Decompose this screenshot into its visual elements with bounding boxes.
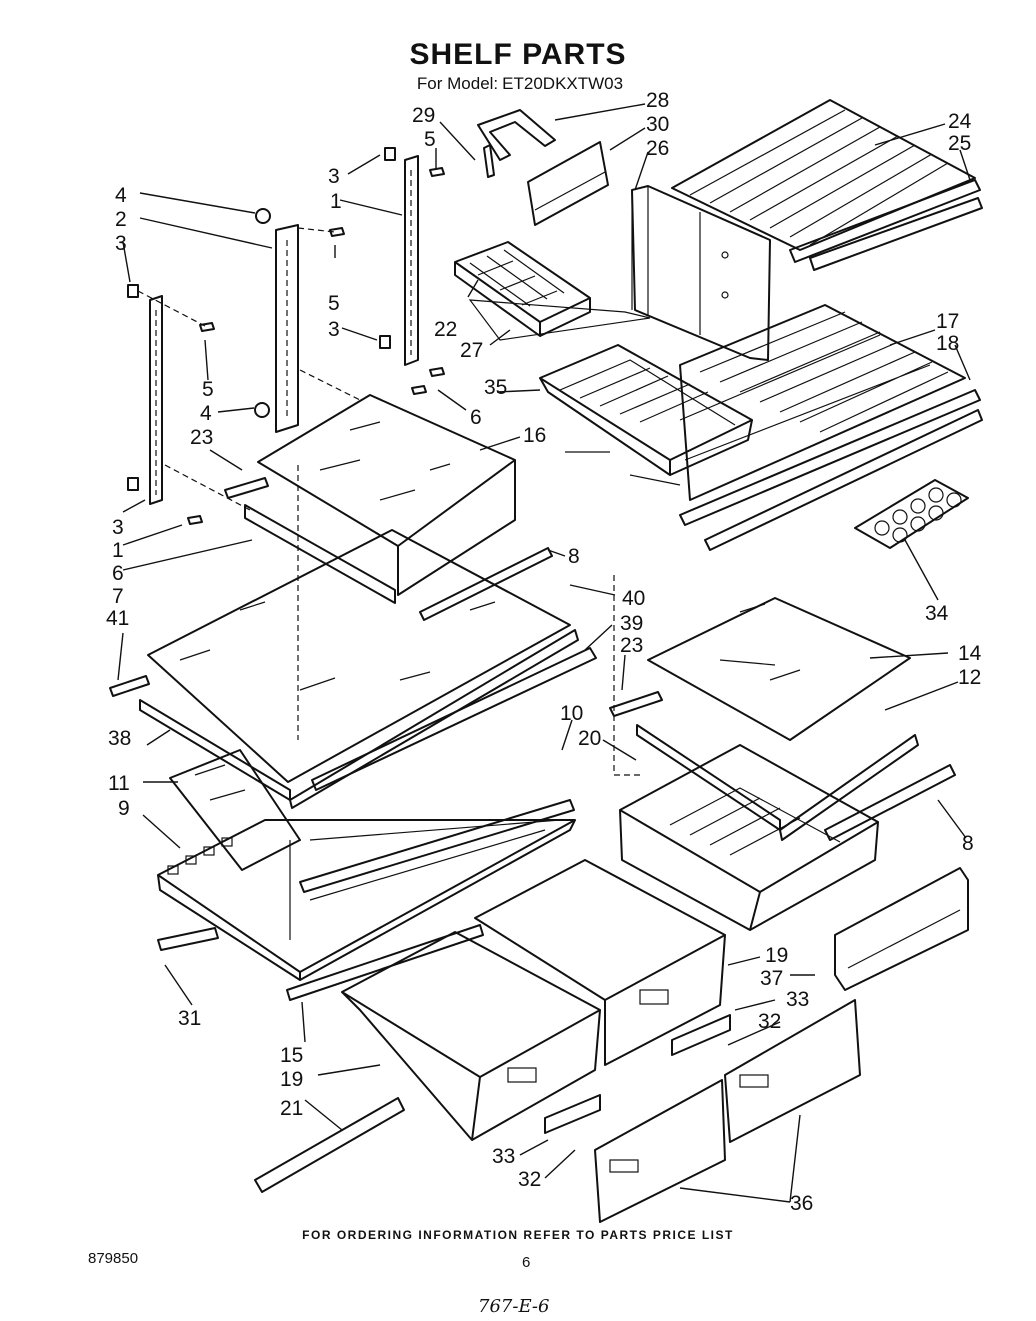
ordering-note: FOR ORDERING INFORMATION REFER TO PARTS … [302,1228,734,1242]
shelf-rail-center [275,224,299,433]
callout-2: 2 [115,208,127,231]
callout-9: 9 [118,797,130,820]
callout-19: 19 [765,944,788,967]
callout-19: 19 [280,1068,303,1091]
callout-4: 4 [115,184,127,207]
ice-bin-panel [527,141,609,226]
callout-1: 1 [330,190,342,213]
freezer-wire-shelf-upper [671,99,983,271]
callout-3: 3 [115,232,127,255]
callout-35: 35 [484,376,507,399]
crisper-cover-glass [169,749,301,871]
callout-7: 7 [112,585,124,608]
callout-25: 25 [948,132,971,155]
callout-6: 6 [112,562,124,585]
callout-3: 3 [328,165,340,188]
egg-tray [854,479,969,549]
callout-33: 33 [492,1145,515,1168]
callout-32: 32 [758,1010,781,1033]
crisper-trim [254,1097,405,1193]
drawer-handles [544,1014,731,1134]
brackets [127,147,445,525]
callout-6: 6 [470,406,482,429]
callout-23: 23 [620,634,643,657]
shelf-rail-left [149,295,163,505]
leader-lines [117,103,971,1203]
callout-11: 11 [108,772,130,795]
callout-32: 32 [518,1168,541,1191]
callout-8: 8 [568,545,580,568]
callout-10: 10 [560,702,583,725]
callout-17: 17 [936,310,959,333]
callout-5: 5 [424,128,436,151]
callout-29: 29 [412,104,435,127]
callout-18: 18 [936,332,959,355]
callout-15: 15 [280,1044,303,1067]
callout-12: 12 [958,666,981,689]
callout-33: 33 [786,988,809,1011]
callout-8: 8 [962,832,974,855]
callout-22: 22 [434,318,457,341]
callout-16: 16 [523,424,546,447]
callout-5: 5 [202,378,214,401]
callout-38: 38 [108,727,131,750]
page-number: 6 [522,1254,531,1271]
callout-3: 3 [328,318,340,341]
callout-40: 40 [622,587,645,610]
crisper-frame [157,799,576,1001]
freezer-basket [539,344,753,486]
model-prefix: For Model: [416,74,499,93]
callout-31: 31 [178,1007,201,1030]
meat-pan-cover [834,867,969,991]
callout-34: 34 [925,602,949,625]
meat-pan [619,744,879,931]
glass-shelf-lower [109,529,597,809]
callout-20: 20 [578,727,601,750]
callout-41: 41 [106,607,129,630]
callout-24: 24 [948,110,972,133]
ice-tray [454,241,651,341]
callout-21: 21 [280,1097,303,1120]
callout-5: 5 [328,292,340,315]
callout-27: 27 [460,339,483,362]
model-number: ET20DKXTW03 [502,74,624,93]
callout-14: 14 [958,642,982,665]
hanger-bracket [477,109,556,178]
callout-numbers: 29 5 28 30 26 24 25 3 1 4 2 3 5 22 3 27 … [106,89,982,1215]
crisper-drawer-right [474,859,726,1066]
shelf-rail-right [404,155,419,366]
drawer-fronts [594,999,861,1223]
glass-shelf-upper [224,394,553,621]
document-number: 879850 [88,1250,139,1267]
page-title: SHELF PARTS [409,38,627,71]
callout-23: 23 [190,426,213,449]
callout-36: 36 [790,1192,813,1215]
freezer-wire-shelf-lower [679,304,983,551]
glass-shelf-right [609,597,956,841]
freezer-shelf-frame [631,185,771,361]
callout-39: 39 [620,612,643,635]
callout-37: 37 [760,967,783,990]
handwritten-note: 767-E-6 [478,1296,550,1317]
callout-1: 1 [112,539,124,562]
callout-3: 3 [112,516,124,539]
callout-28: 28 [646,89,669,112]
crisper-drawer-left [341,931,601,1141]
callout-30: 30 [646,113,669,136]
callout-4: 4 [200,402,212,425]
model-line: For Model:ET20DKXTW03 [0,74,1036,94]
callout-26: 26 [646,137,669,160]
